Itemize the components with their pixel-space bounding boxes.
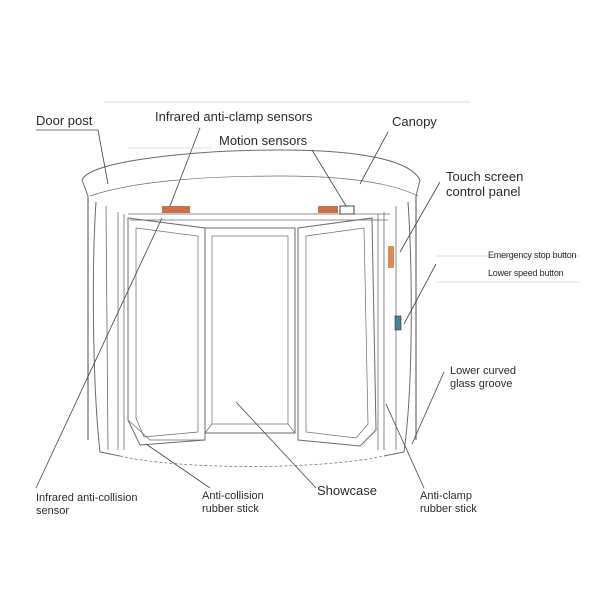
label-motion-sensors: Motion sensors [219, 133, 308, 148]
label-touch-screen: Touch screen control panel [446, 169, 524, 200]
touch-screen-panel [388, 246, 394, 268]
label-anti-collision-stick-line2: rubber stick [202, 502, 259, 515]
label-door-post: Door post [36, 113, 93, 128]
label-anti-collision-stick: Anti-collision rubber stick [202, 490, 264, 515]
ceiling-rail [128, 213, 390, 221]
leader-lower-groove [411, 371, 445, 445]
label-canopy: Canopy [392, 114, 437, 129]
label-infrared-collision-line2: sensor [36, 504, 70, 517]
right-curved-glass [383, 201, 412, 457]
showcase-frame [204, 227, 296, 434]
leader-door-post-down [97, 129, 109, 185]
label-lower-groove-line2: glass groove [450, 377, 513, 390]
leader-infrared-collision [35, 217, 163, 489]
label-lower-groove-line1: Lower curved [450, 365, 517, 377]
label-anti-collision-stick-line1: Anti-collision [202, 490, 264, 502]
label-touch-screen-line2: control panel [446, 183, 521, 199]
leader-canopy [359, 131, 389, 185]
floor-groove [119, 455, 385, 467]
infrared-anti-clamp-sensor-left [162, 206, 190, 213]
label-emergency-stop: Emergency stop button [488, 250, 577, 260]
motion-sensor [339, 205, 355, 215]
label-infrared-collision: Infrared anti-collision sensor [36, 492, 138, 517]
label-anti-clamp-stick-line2: rubber stick [420, 502, 477, 515]
label-showcase: Showcase [317, 483, 377, 498]
right-door-wing-inner [305, 227, 369, 439]
leader-emergency-stop [403, 263, 437, 325]
label-infrared-anti-clamp: Infrared anti-clamp sensors [155, 109, 313, 124]
leader-infrared-anti-clamp [169, 127, 201, 207]
leader-anti-clamp-stick [385, 403, 425, 489]
left-door-wing [127, 217, 206, 446]
left-door-wing-inner [135, 227, 199, 438]
canopy [81, 149, 421, 181]
leader-anti-collision-stick [145, 443, 211, 489]
showcase-base [204, 423, 296, 434]
left-inner-post [105, 205, 125, 451]
leader-touch-screen [399, 181, 441, 253]
right-inner-post [377, 206, 397, 450]
leader-showcase [235, 401, 317, 489]
label-anti-clamp-stick: Anti-clamp rubber stick [420, 490, 477, 515]
canopy-bottom-edge [89, 175, 419, 197]
label-lower-speed: Lower speed button [488, 268, 564, 278]
canopy-rim [81, 179, 421, 197]
left-wing-bottom [127, 419, 205, 441]
label-touch-screen-line1: Touch screen [446, 169, 524, 184]
label-lower-groove: Lower curved glass groove [450, 365, 516, 390]
showcase-inner [211, 235, 289, 425]
leader-motion-sensors [311, 149, 347, 207]
infrared-anti-clamp-sensor-right [318, 206, 338, 213]
right-door-wing [297, 217, 377, 447]
label-anti-clamp-stick-line1: Anti-clamp [420, 490, 472, 502]
emergency-stop-button [394, 315, 402, 331]
left-curved-glass [92, 201, 121, 457]
label-infrared-collision-line1: Infrared anti-collision [36, 492, 138, 504]
